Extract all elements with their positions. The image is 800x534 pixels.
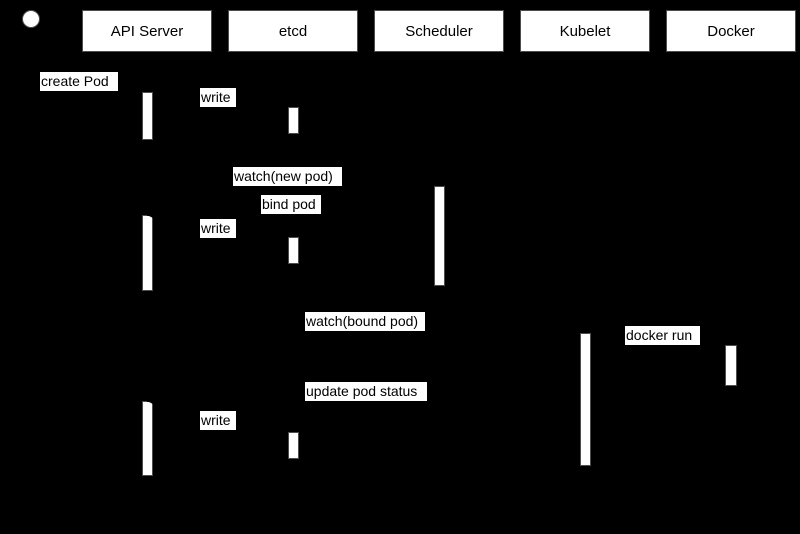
lifeline-label: etcd xyxy=(278,22,308,40)
lifeline-stem-scheduler xyxy=(439,52,440,524)
lifeline-stem-docker xyxy=(731,52,732,524)
message-line-msg-create-pod xyxy=(31,92,142,93)
activation-bar-etcd xyxy=(288,237,299,264)
message-line-msg-write-3 xyxy=(153,432,288,433)
actor-leg-right xyxy=(30,54,39,55)
lifeline-label: API Server xyxy=(110,22,184,40)
message-arrowhead-right-icon xyxy=(134,88,142,96)
message-label-msg-create-pod: create Pod xyxy=(40,72,118,91)
lifeline-header-docker[interactable]: Docker xyxy=(666,10,796,52)
message-line-msg-write-2 xyxy=(153,238,288,239)
message-line-msg-write-1 xyxy=(153,108,288,109)
message-line-msg-docker-run xyxy=(591,345,725,346)
lifeline-label: Kubelet xyxy=(559,22,611,40)
lifeline-header-scheduler[interactable]: Scheduler xyxy=(374,10,504,52)
lifeline-header-api-server[interactable]: API Server xyxy=(82,10,212,52)
message-arrowhead-right-icon xyxy=(280,428,288,436)
activation-bar-api-server xyxy=(142,92,153,140)
lifeline-stem-kubelet xyxy=(585,52,586,524)
message-arrowhead-right-icon xyxy=(572,329,580,337)
message-label-msg-docker-run: docker run xyxy=(625,326,700,345)
activation-bar-api-server xyxy=(142,401,153,476)
message-line-msg-watch-new-pod xyxy=(147,186,434,187)
message-label-msg-watch-bound-pod: watch(bound pod) xyxy=(305,312,425,331)
message-label-msg-update-pod-status: update pod status xyxy=(305,382,427,401)
message-arrowhead-left-icon xyxy=(147,397,155,405)
activation-bar-etcd xyxy=(288,432,299,459)
activation-bar-docker xyxy=(725,345,737,386)
message-line-msg-bind-pod xyxy=(147,215,434,216)
actor-arms xyxy=(18,34,43,35)
message-arrowhead-left-icon xyxy=(147,211,155,219)
lifeline-header-kubelet[interactable]: Kubelet xyxy=(520,10,650,52)
message-label-msg-write-1: write xyxy=(200,88,236,107)
lifeline-label: Docker xyxy=(707,22,755,40)
actor-leg-left xyxy=(22,54,31,55)
message-line-msg-update-pod-status xyxy=(147,401,580,402)
lifeline-stem-etcd xyxy=(293,52,294,524)
actor-lifeline-stem xyxy=(30,54,31,524)
message-arrowhead-right-icon xyxy=(280,234,288,242)
lifeline-label: Scheduler xyxy=(405,22,473,40)
activation-bar-api-server xyxy=(142,215,153,291)
actor-body xyxy=(30,28,31,54)
activation-bar-etcd xyxy=(288,107,299,134)
message-arrowhead-right-icon xyxy=(280,104,288,112)
message-line-msg-watch-bound-pod xyxy=(147,333,580,334)
message-label-msg-bind-pod: bind pod xyxy=(261,195,321,214)
message-label-msg-write-2: write xyxy=(200,219,236,238)
message-arrowhead-right-icon xyxy=(426,182,434,190)
activation-bar-scheduler xyxy=(434,186,445,286)
message-label-msg-watch-new-pod: watch(new pod) xyxy=(233,167,342,186)
message-label-msg-write-3: write xyxy=(200,411,236,430)
message-arrowhead-right-icon xyxy=(717,341,725,349)
actor-icon xyxy=(22,10,40,28)
activation-bar-kubelet xyxy=(580,333,591,466)
lifeline-header-etcd[interactable]: etcd xyxy=(228,10,358,52)
